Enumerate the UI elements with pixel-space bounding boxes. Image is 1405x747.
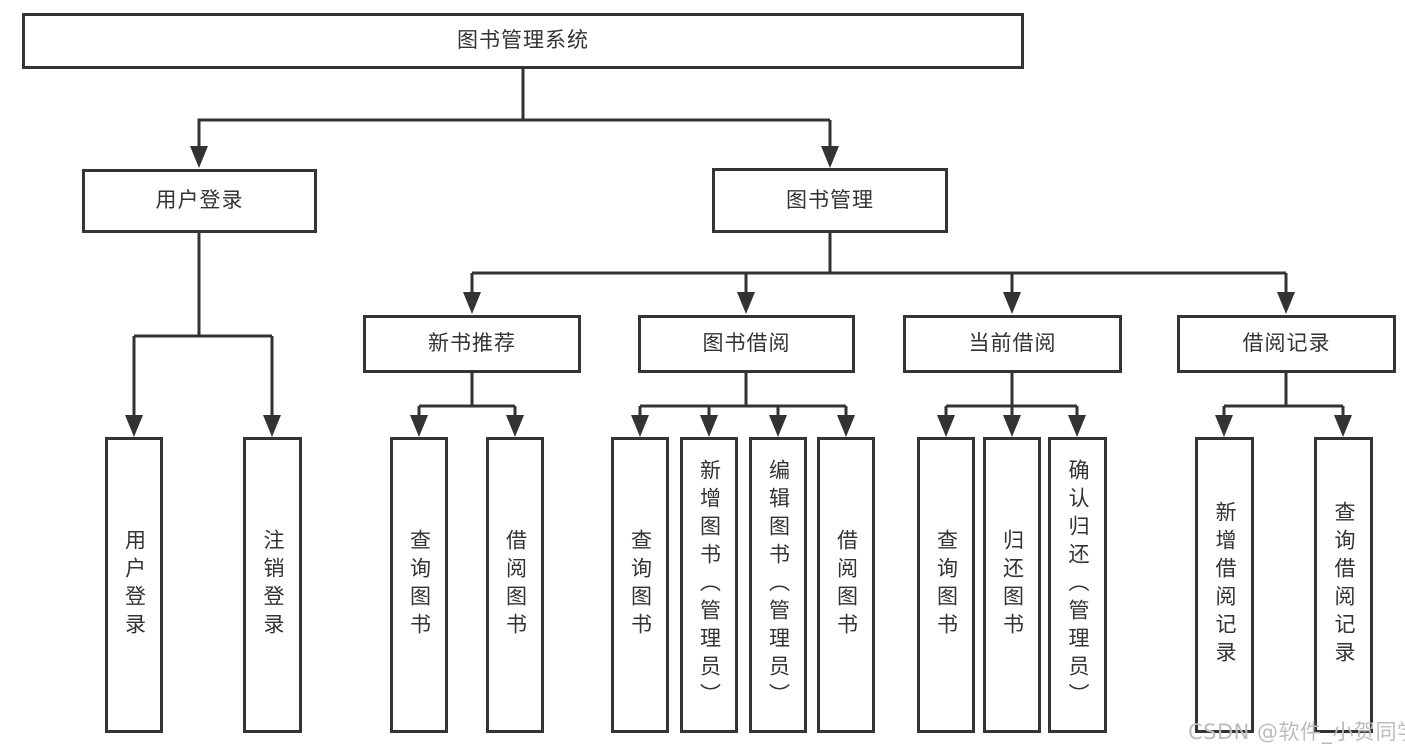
node-root-label: 图书管理系统 <box>457 28 589 53</box>
leaf-edit-books-admin: 编辑图书（管理员） <box>749 437 807 733</box>
leaf-query-borrow-record: 查询借阅记录 <box>1314 437 1373 733</box>
leaf-borrow-query-books: 查询图书 <box>611 437 669 733</box>
node-book-borrow: 图书借阅 <box>638 315 855 373</box>
arrow-down-icon <box>463 292 481 314</box>
leaf-edit-books-admin-label: 编辑图书（管理员） <box>766 459 791 711</box>
arrow-down-icon <box>631 415 649 437</box>
leaf-user-login-label: 用户登录 <box>122 529 147 641</box>
node-new-book-recommend: 新书推荐 <box>363 315 581 373</box>
arrow-down-icon <box>821 146 839 168</box>
arrow-down-icon <box>1215 415 1233 437</box>
arrow-down-icon <box>506 415 524 437</box>
arrow-down-icon <box>1003 292 1021 314</box>
arrow-down-icon <box>410 415 428 437</box>
leaf-current-query-books: 查询图书 <box>917 437 975 733</box>
leaf-logout-label: 注销登录 <box>261 529 285 641</box>
leaf-return-books: 归还图书 <box>983 437 1041 733</box>
node-root: 图书管理系统 <box>22 13 1024 69</box>
node-book-mgmt: 图书管理 <box>712 168 948 233</box>
leaf-newrec-query-books: 查询图书 <box>390 437 448 733</box>
node-user-login-label: 用户登录 <box>155 188 244 213</box>
arrow-down-icon <box>769 415 787 437</box>
node-user-login: 用户登录 <box>82 169 317 233</box>
arrow-down-icon <box>125 415 143 437</box>
edge-root-to-level2 <box>197 69 832 150</box>
arrow-down-icon <box>190 146 208 168</box>
leaf-add-books-admin: 新增图书（管理员） <box>680 437 738 733</box>
csdn-watermark: CSDN @软件_小贺同学 <box>1188 720 1405 744</box>
arrow-down-icon <box>1277 292 1295 314</box>
leaf-user-login: 用户登录 <box>105 437 163 733</box>
leaf-borrow-query-books-label: 查询图书 <box>628 529 653 641</box>
arrow-down-icon <box>1334 415 1352 437</box>
leaf-return-books-label: 归还图书 <box>1000 529 1025 641</box>
edge-new-book-rec-to-leaves <box>417 373 517 419</box>
arrowheads <box>125 146 1352 437</box>
leaf-add-borrow-record: 新增借阅记录 <box>1195 437 1254 733</box>
leaf-logout: 注销登录 <box>243 437 302 733</box>
arrow-down-icon <box>1003 415 1021 437</box>
leaf-borrow-books-label: 借阅图书 <box>834 529 859 641</box>
node-book-borrow-label: 图书借阅 <box>702 331 791 356</box>
leaf-add-borrow-record-label: 新增借阅记录 <box>1213 501 1237 669</box>
leaf-newrec-query-books-label: 查询图书 <box>407 529 432 641</box>
node-borrow-records-label: 借阅记录 <box>1242 331 1331 356</box>
node-borrow-records: 借阅记录 <box>1177 315 1396 373</box>
leaf-add-books-admin-label: 新增图书（管理员） <box>697 459 722 711</box>
leaf-newrec-borrow-books-label: 借阅图书 <box>503 529 528 641</box>
edge-borrow-records-to-leaves <box>1222 373 1345 419</box>
arrow-down-icon <box>1068 415 1086 437</box>
node-current-borrow-label: 当前借阅 <box>968 331 1057 356</box>
arrow-down-icon <box>263 415 281 437</box>
leaf-borrow-books: 借阅图书 <box>817 437 875 733</box>
edge-book-mgmt-to-level3 <box>470 233 1288 296</box>
edge-user-login-to-leaves <box>132 233 274 419</box>
node-book-mgmt-label: 图书管理 <box>786 187 874 212</box>
edge-book-borrow-to-leaves <box>638 373 848 419</box>
leaf-confirm-return-admin-label: 确认归还（管理员） <box>1066 459 1090 711</box>
arrow-down-icon <box>937 415 955 437</box>
leaf-confirm-return-admin: 确认归还（管理员） <box>1048 437 1107 733</box>
node-new-book-recommend-label: 新书推荐 <box>428 331 516 356</box>
leaf-current-query-books-label: 查询图书 <box>934 529 959 641</box>
arrow-down-icon <box>700 415 718 437</box>
leaf-query-borrow-record-label: 查询借阅记录 <box>1332 501 1356 669</box>
leaf-newrec-borrow-books: 借阅图书 <box>486 437 544 733</box>
arrow-down-icon <box>837 415 855 437</box>
edge-current-borrow-to-leaves <box>944 373 1079 419</box>
arrow-down-icon <box>737 292 755 314</box>
node-current-borrow: 当前借阅 <box>903 315 1122 373</box>
